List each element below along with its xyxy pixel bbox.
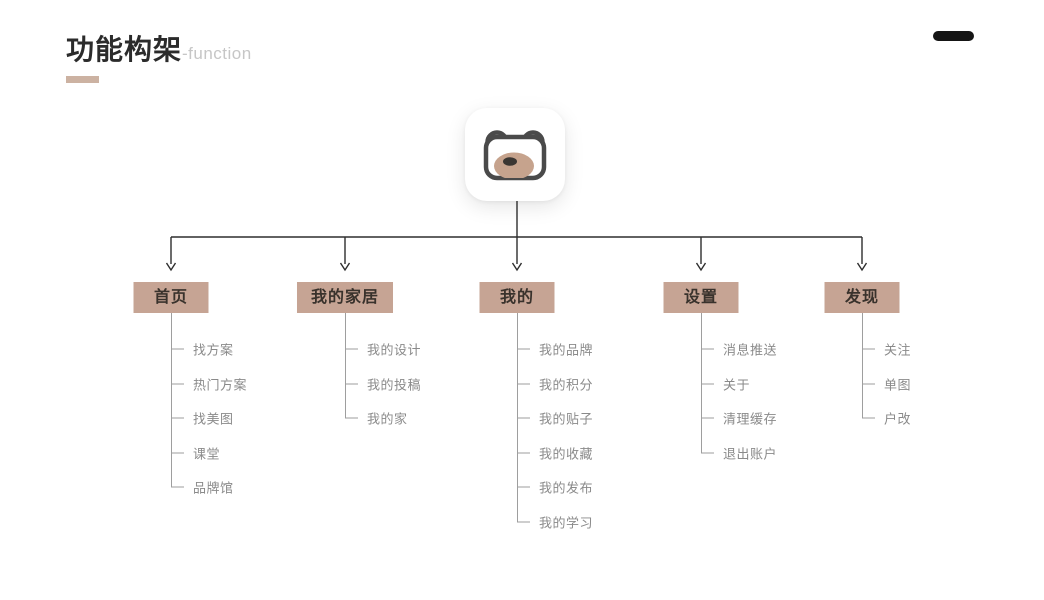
tick-line bbox=[345, 417, 358, 419]
tree-item: 退出账户 bbox=[701, 443, 777, 462]
page-title-text: 功能构架 bbox=[66, 34, 183, 65]
tree-item-label: 我的家 bbox=[367, 411, 408, 427]
tree-item-label: 我的贴子 bbox=[539, 411, 594, 427]
tree-item-label: 清理缓存 bbox=[723, 411, 778, 427]
tree-item-label: 关注 bbox=[884, 342, 912, 358]
branch-header-1: 首页 bbox=[133, 282, 209, 313]
tree-item: 我的发布 bbox=[517, 478, 593, 497]
tree-item: 我的设计 bbox=[345, 340, 421, 359]
tick-line bbox=[517, 521, 530, 522]
tree-item: 我的品牌 bbox=[517, 340, 593, 359]
branch-spine bbox=[171, 313, 172, 487]
tree-item: 我的积分 bbox=[517, 374, 593, 393]
tick-line bbox=[701, 417, 714, 419]
tree-item: 清理缓存 bbox=[701, 409, 777, 428]
tick-line bbox=[862, 417, 875, 419]
tree-item-label: 找美图 bbox=[193, 411, 234, 427]
tree-item: 户改 bbox=[862, 409, 911, 428]
tree-item: 我的家 bbox=[345, 409, 408, 428]
tree-item-label: 消息推送 bbox=[723, 342, 778, 358]
tick-line bbox=[171, 452, 184, 453]
tree-item-label: 课堂 bbox=[193, 446, 221, 461]
tick-line bbox=[517, 348, 530, 350]
tree-item-label: 我的积分 bbox=[539, 377, 594, 392]
title-underline bbox=[66, 76, 99, 83]
tree-item-label: 关于 bbox=[723, 377, 751, 392]
tick-line bbox=[171, 486, 184, 488]
branch-header-4: 设置 bbox=[663, 282, 739, 313]
app-icon-card bbox=[465, 108, 565, 201]
tick-line bbox=[171, 348, 184, 350]
tree-item-label: 我的学习 bbox=[539, 515, 594, 530]
branch-spine bbox=[862, 313, 863, 418]
tree-item-label: 户改 bbox=[884, 411, 912, 427]
tree-item: 单图 bbox=[862, 374, 911, 393]
title-block: 功能构架-function bbox=[66, 33, 252, 71]
tree-item-label: 品牌馆 bbox=[193, 480, 234, 496]
tick-line bbox=[345, 383, 358, 384]
tree-item-label: 我的品牌 bbox=[539, 342, 594, 358]
tick-line bbox=[171, 383, 184, 384]
tick-line bbox=[517, 452, 530, 453]
tree-item-label: 我的投稿 bbox=[367, 377, 422, 392]
branch-header-3: 我的 bbox=[479, 282, 555, 313]
tick-line bbox=[701, 348, 714, 350]
tick-line bbox=[862, 383, 875, 384]
tick-line bbox=[517, 417, 530, 419]
tree-item-label: 找方案 bbox=[193, 342, 234, 358]
branch-spine bbox=[517, 313, 518, 522]
tree-item: 我的投稿 bbox=[345, 374, 421, 393]
tick-line bbox=[517, 383, 530, 384]
decor-dash bbox=[933, 31, 974, 41]
tree-item-label: 我的设计 bbox=[367, 342, 422, 358]
tree-item: 品牌馆 bbox=[171, 478, 234, 497]
tick-line bbox=[862, 348, 875, 350]
branch-header-2: 我的家居 bbox=[296, 282, 394, 313]
tree-item-label: 单图 bbox=[884, 377, 912, 392]
tree-item-label: 我的发布 bbox=[539, 480, 594, 496]
tree-item: 关注 bbox=[862, 340, 911, 359]
tree-item: 找美图 bbox=[171, 409, 234, 428]
branch-spine bbox=[345, 313, 346, 418]
branch-header-5: 发现 bbox=[824, 282, 900, 313]
tick-line bbox=[171, 417, 184, 419]
page-title: 功能构架-function bbox=[66, 33, 252, 71]
branch-spine bbox=[701, 313, 702, 453]
tree-item: 课堂 bbox=[171, 443, 220, 462]
tree-item: 我的收藏 bbox=[517, 443, 593, 462]
tick-line bbox=[701, 383, 714, 384]
tree-item: 关于 bbox=[701, 374, 750, 393]
tree-item: 热门方案 bbox=[171, 374, 247, 393]
page-subtitle: -function bbox=[182, 44, 252, 63]
tree-item-label: 热门方案 bbox=[193, 377, 248, 392]
tick-line bbox=[517, 486, 530, 488]
tick-line bbox=[345, 348, 358, 350]
tree-item: 我的贴子 bbox=[517, 409, 593, 428]
bear-icon bbox=[483, 129, 547, 180]
tree-item: 我的学习 bbox=[517, 512, 593, 531]
tree-item-label: 我的收藏 bbox=[539, 446, 594, 461]
tree-item: 消息推送 bbox=[701, 340, 777, 359]
tree-item: 找方案 bbox=[171, 340, 234, 359]
tick-line bbox=[701, 452, 714, 453]
tree-item-label: 退出账户 bbox=[723, 446, 778, 461]
